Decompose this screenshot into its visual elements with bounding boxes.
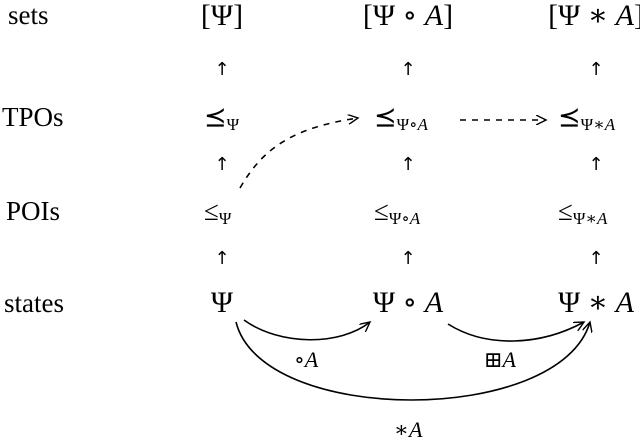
up-arrow-icon: ↑ bbox=[400, 59, 415, 80]
node-state-circ-op: ∘ bbox=[395, 286, 425, 319]
node-tpo-psi-star-a: ⪯Ψ∗A bbox=[558, 102, 616, 134]
node-set-psi-star-a: [Ψ ∗ A] bbox=[548, 0, 640, 32]
arrow-psi-circ-a-to-psi-star-a bbox=[447, 322, 584, 342]
row-label-states: states bbox=[4, 288, 64, 318]
node-state-circ-psi: Ψ bbox=[373, 286, 396, 319]
node-state-psi-star-a: Ψ ∗ A bbox=[558, 286, 635, 319]
node-tpo-circ-sub-a: A bbox=[417, 115, 429, 134]
edge-label-star-a-text: A bbox=[407, 417, 423, 440]
up-arrow-icon: ↑ bbox=[588, 248, 603, 269]
node-tpo-star-sub-a: A bbox=[604, 115, 616, 134]
edge-label-star-op: ∗ bbox=[394, 417, 409, 440]
node-poi-psi-star-a: ≤Ψ∗A bbox=[558, 196, 608, 228]
node-set-psi-sym: Ψ bbox=[211, 0, 234, 32]
up-arrow-icon: ↑ bbox=[214, 59, 229, 80]
node-poi-psi-circ-a: ≤Ψ∘A bbox=[374, 196, 421, 228]
node-poi-psi-rel: ≤ bbox=[204, 196, 219, 226]
dashed-arrow-poi-to-tpo-circ bbox=[239, 118, 358, 189]
node-tpo-psi-circ-a: ⪯Ψ∘A bbox=[374, 102, 429, 134]
node-state-star-op: ∗ bbox=[580, 286, 615, 319]
up-arrow-icon: ↑ bbox=[214, 154, 229, 175]
node-tpo-star-rel: ⪯ bbox=[558, 102, 581, 132]
node-state-psi-circ-a: Ψ ∘ A bbox=[373, 286, 444, 319]
node-set-star-psi: Ψ bbox=[558, 0, 581, 32]
row-label-tpos: TPOs bbox=[2, 102, 64, 132]
node-poi-circ-sub-psi: Ψ bbox=[389, 209, 402, 228]
node-state-psi: Ψ bbox=[211, 286, 234, 319]
node-poi-psi: ≤Ψ bbox=[204, 196, 232, 228]
node-set-psi-open: [ bbox=[201, 0, 211, 32]
up-arrow-icon: ↑ bbox=[214, 248, 229, 269]
node-set-star-open: [ bbox=[548, 0, 558, 32]
node-set-circ-a: A bbox=[423, 0, 444, 32]
node-set-star-close: ] bbox=[634, 0, 640, 32]
edge-label-boxplus-a: ⊞A bbox=[484, 347, 516, 372]
node-tpo-psi-rel: ⪯ bbox=[204, 102, 227, 132]
node-tpo-star-sub-psi: Ψ bbox=[581, 115, 594, 134]
node-set-star-a: A bbox=[614, 0, 635, 32]
node-set-circ-psi: Ψ bbox=[373, 0, 396, 32]
node-poi-psi-sub: Ψ bbox=[219, 209, 232, 228]
up-arrow-icon: ↑ bbox=[400, 154, 415, 175]
node-poi-circ-rel: ≤ bbox=[374, 196, 389, 226]
node-poi-star-sub-psi: Ψ bbox=[573, 209, 586, 228]
edge-label-star-a: ∗A bbox=[394, 417, 423, 440]
edge-label-circ-op: ∘ bbox=[294, 347, 305, 372]
edge-label-circ-a: ∘A bbox=[294, 347, 319, 372]
node-poi-star-sub-op: ∗ bbox=[585, 209, 597, 228]
arrow-psi-to-psi-circ-a bbox=[243, 319, 370, 341]
node-tpo-circ-rel: ⪯ bbox=[374, 102, 397, 132]
node-set-star-op: ∗ bbox=[580, 0, 615, 32]
node-poi-circ-sub-a: A bbox=[409, 209, 421, 228]
edge-label-boxplus-op: ⊞ bbox=[484, 347, 502, 372]
node-set-circ-open: [ bbox=[363, 0, 373, 32]
arrow-psi-to-psi-star-a bbox=[235, 322, 590, 401]
node-poi-circ-sub-op: ∘ bbox=[401, 209, 409, 228]
node-state-star-psi: Ψ bbox=[558, 286, 581, 319]
node-state-star-a: A bbox=[614, 286, 635, 319]
node-tpo-circ-sub-op: ∘ bbox=[409, 115, 417, 134]
edge-label-boxplus-a-text: A bbox=[500, 347, 516, 372]
node-poi-star-rel: ≤ bbox=[558, 196, 573, 226]
node-tpo-star-sub-op: ∗ bbox=[593, 115, 605, 134]
up-arrow-icon: ↑ bbox=[588, 154, 603, 175]
edge-label-circ-a-text: A bbox=[303, 347, 319, 372]
up-arrow-icon: ↑ bbox=[400, 248, 415, 269]
node-tpo-circ-sub-psi: Ψ bbox=[397, 115, 410, 134]
node-poi-star-sub-a: A bbox=[596, 209, 608, 228]
row-label-pois: POIs bbox=[6, 196, 60, 226]
node-set-psi-close: ] bbox=[233, 0, 243, 32]
node-tpo-psi-sub: Ψ bbox=[227, 115, 240, 134]
node-set-psi: [Ψ] bbox=[201, 0, 243, 32]
node-set-circ-op: ∘ bbox=[395, 0, 425, 32]
node-tpo-psi: ⪯Ψ bbox=[204, 102, 240, 134]
up-arrow-icon: ↑ bbox=[588, 59, 603, 80]
row-label-sets: sets bbox=[8, 0, 49, 30]
node-set-circ-close: ] bbox=[443, 0, 453, 32]
node-set-psi-circ-a: [Ψ ∘ A] bbox=[363, 0, 453, 32]
node-state-circ-a: A bbox=[423, 286, 444, 319]
